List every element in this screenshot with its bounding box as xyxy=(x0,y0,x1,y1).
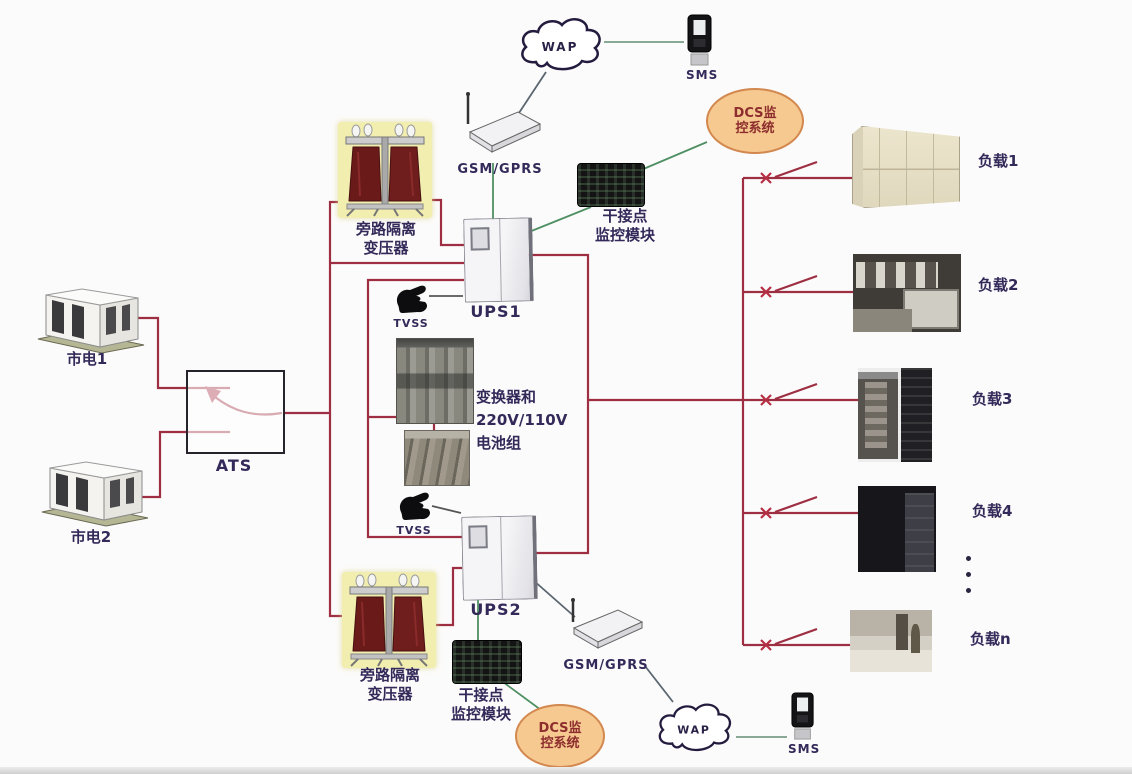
isolation-transformer-1-label: 旁路隔离 变压器 xyxy=(355,220,416,257)
sms-phone-1-icon xyxy=(687,14,712,66)
ups-1-label: UPS1 xyxy=(470,302,522,321)
breaker-x-icons xyxy=(760,172,772,651)
load-n-image xyxy=(850,610,932,672)
dry-contact-module-2-label: 干接点 监控模块 xyxy=(450,686,511,723)
loads-ellipsis xyxy=(966,556,971,593)
ats-box xyxy=(186,370,285,454)
tvss-1-label: TVSS xyxy=(393,317,429,330)
wap-1-label: WAP xyxy=(542,40,579,54)
ups-2-label: UPS2 xyxy=(470,600,522,619)
tvss-1-icon xyxy=(396,285,428,313)
dcs-system-badge-1: DCS监 控系统 xyxy=(706,88,804,154)
battery-bank-image xyxy=(404,430,470,486)
load-1-image xyxy=(852,126,960,208)
load-n-label: 负载n xyxy=(970,630,1011,648)
converter-image xyxy=(396,338,474,424)
load-2-label: 负载2 xyxy=(978,276,1019,294)
isolation-transformer-1-image xyxy=(338,122,432,218)
gsm-modem-2-label: GSM/GPRS xyxy=(563,658,649,673)
mains-2-building-image xyxy=(41,461,149,527)
wap-cloud-2: WAP xyxy=(658,703,732,752)
ups-1-image xyxy=(463,217,534,303)
tvss-2-icon xyxy=(399,492,431,520)
dcs-system-badge-2: DCS监 控系统 xyxy=(515,704,605,768)
load-4-image xyxy=(858,486,936,572)
converter-battery-label: 变换器和 220V/110V 电池组 xyxy=(476,388,568,452)
gsm-modem-1-label: GSM/GPRS xyxy=(457,162,543,177)
dry-contact-module-1-image xyxy=(577,163,645,207)
load-3-label: 负载3 xyxy=(972,390,1013,408)
gsm-modem-2-image xyxy=(571,598,644,649)
load-1-label: 负载1 xyxy=(978,152,1019,170)
load-4-label: 负载4 xyxy=(972,502,1013,520)
sms-1-label: SMS xyxy=(686,68,719,82)
ups-2-image xyxy=(461,515,538,601)
wap-cloud-1: WAP xyxy=(521,18,601,71)
wap-2-label: WAP xyxy=(677,723,710,736)
image-bottom-edge xyxy=(0,767,1132,774)
sms-phone-2-icon xyxy=(791,692,814,740)
mains-2-label: 市电2 xyxy=(70,528,112,546)
dry-contact-module-1-label: 干接点 监控模块 xyxy=(594,207,655,244)
dry-contact-module-2-image xyxy=(452,640,522,684)
isolation-transformer-2-image xyxy=(342,572,436,668)
mains-1-building-image xyxy=(37,288,145,354)
load-3-image xyxy=(858,368,932,462)
tvss-2-label: TVSS xyxy=(396,524,432,537)
sms-2-label: SMS xyxy=(788,742,821,756)
load-2-image xyxy=(853,254,961,332)
isolation-transformer-2-label: 旁路隔离 变压器 xyxy=(359,666,420,703)
mains-1-label: 市电1 xyxy=(66,350,108,368)
gsm-modem-1-image xyxy=(466,92,542,153)
ats-label: ATS xyxy=(215,456,253,475)
